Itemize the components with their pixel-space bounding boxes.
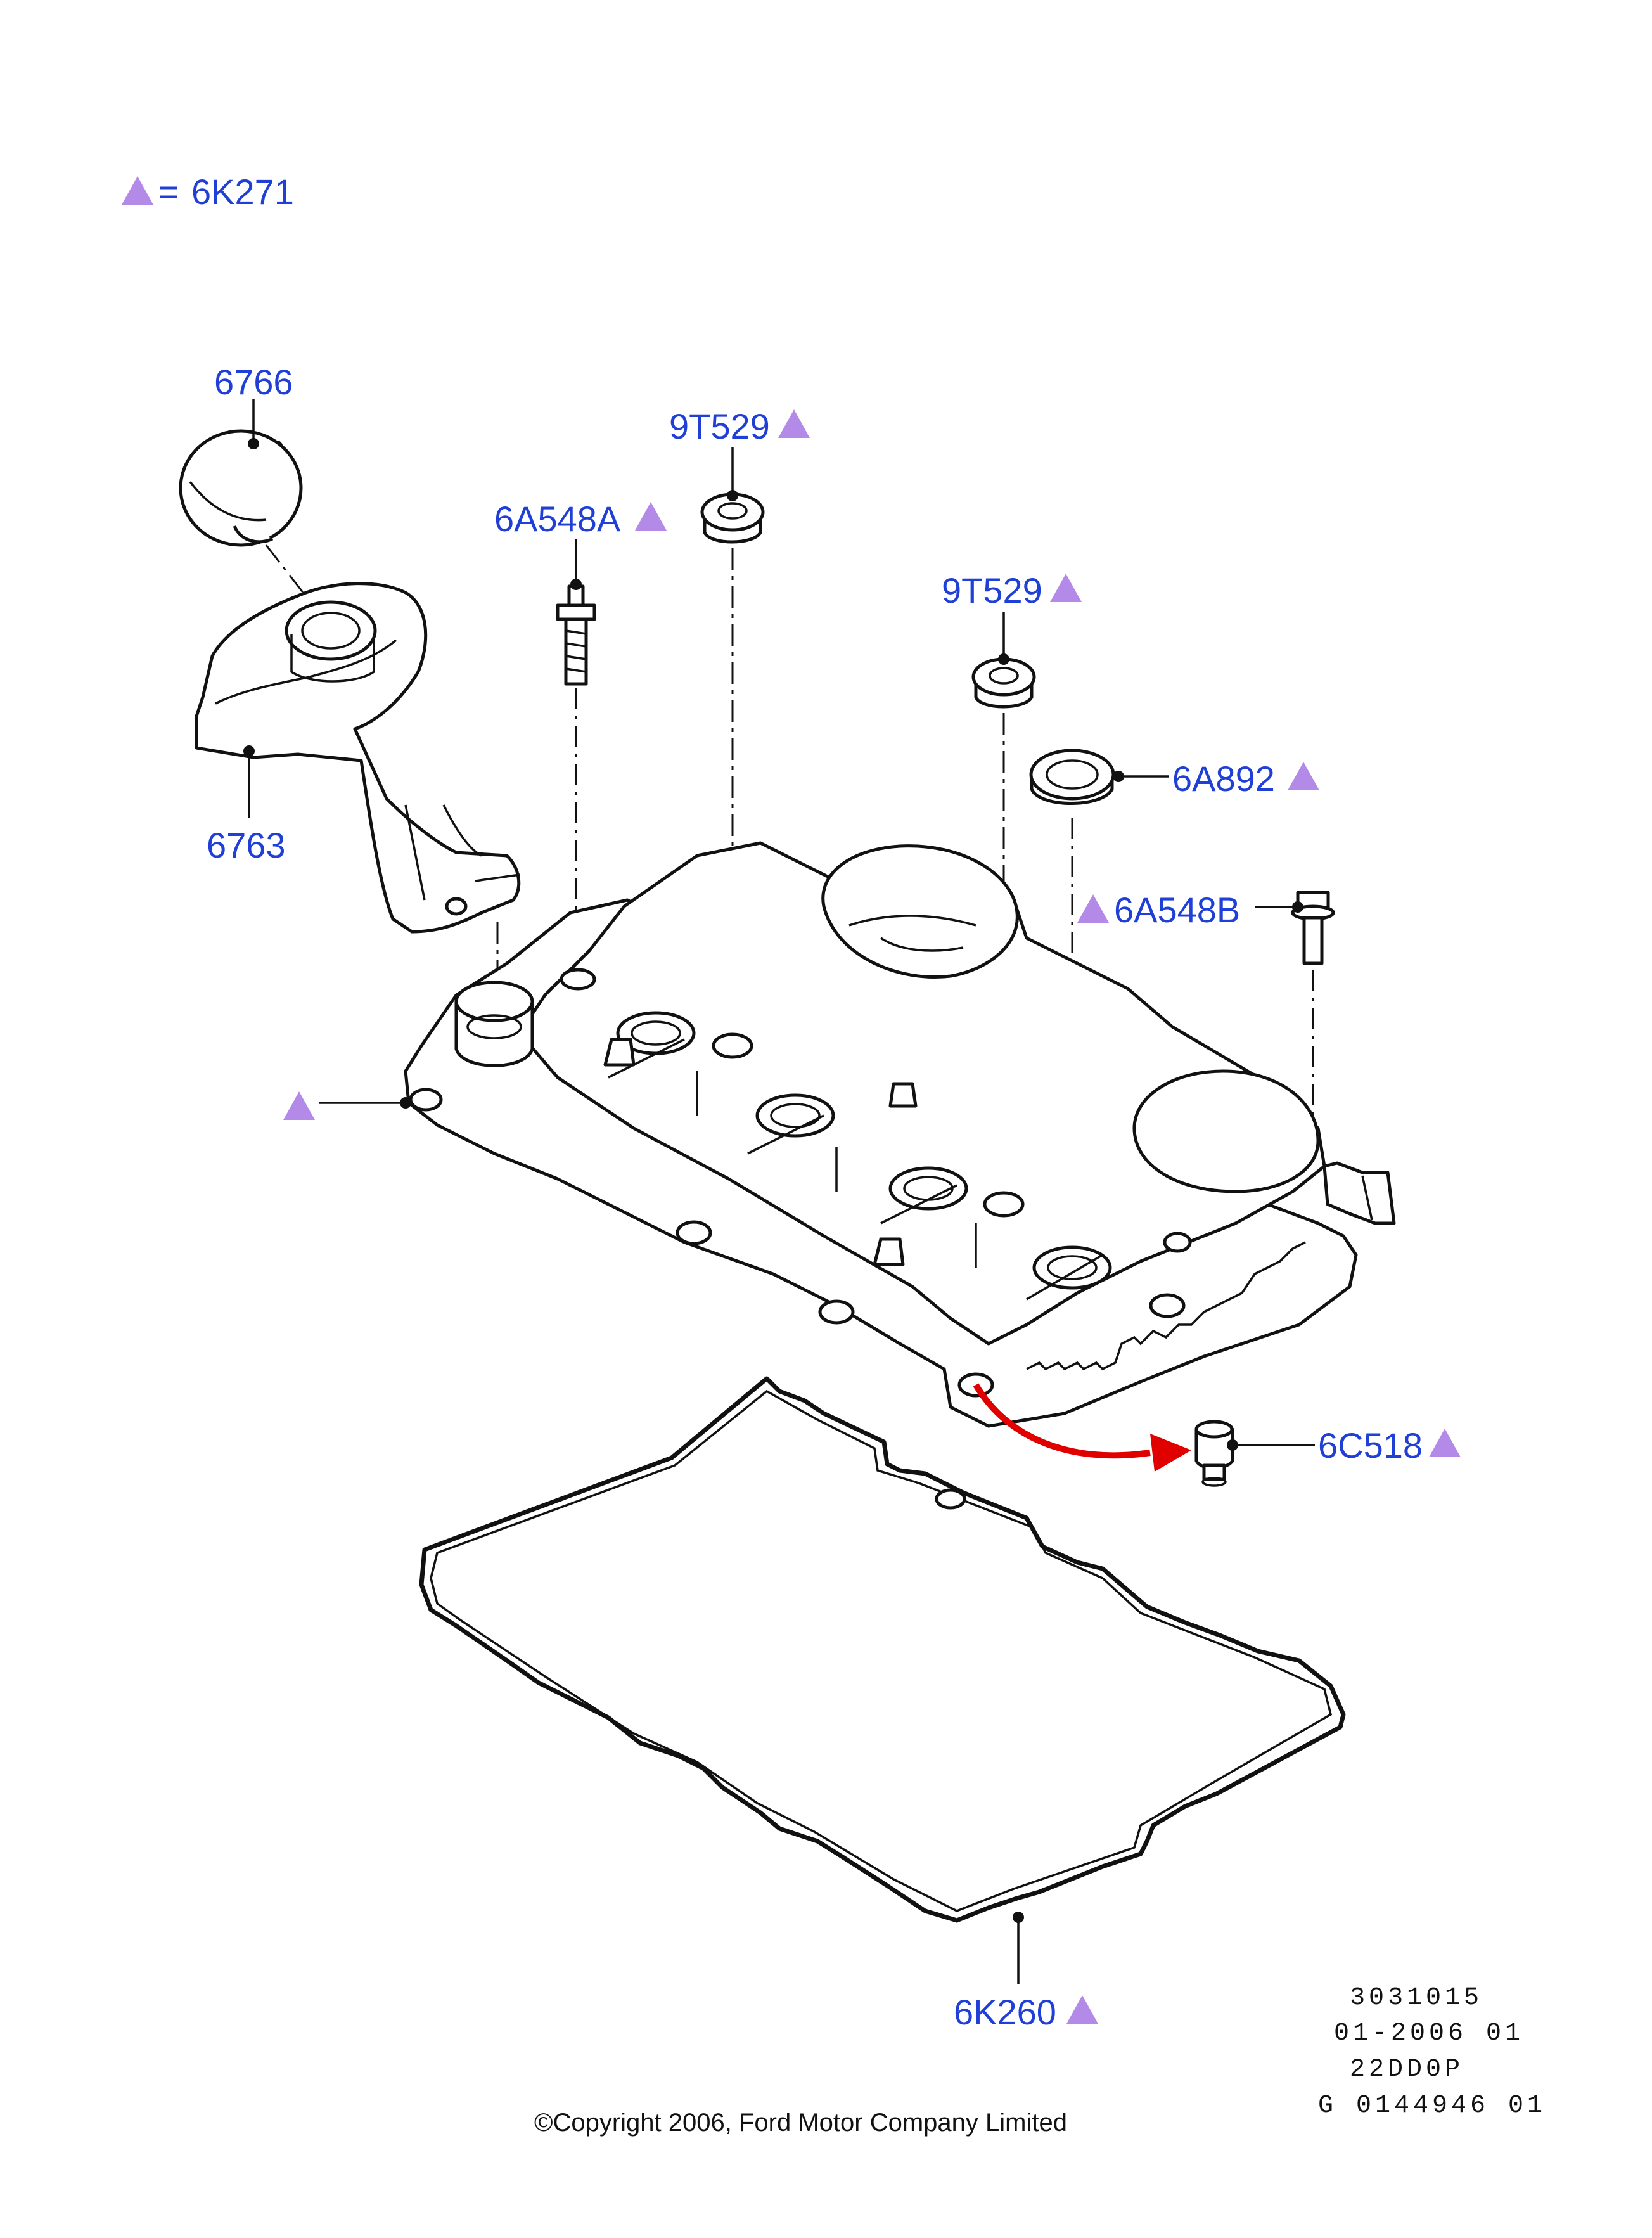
label-9T529-top: 9T529	[669, 406, 770, 446]
copyright-text: ©Copyright 2006, Ford Motor Company Limi…	[534, 2109, 1067, 2137]
triangle-icon	[283, 1091, 315, 1120]
legend-code: 6K271	[191, 172, 294, 212]
oil-filler-tube	[195, 582, 521, 934]
legend-equals: =	[158, 172, 179, 212]
label-6766: 6766	[214, 362, 293, 402]
red-arrowhead	[1150, 1434, 1191, 1472]
triangle-icon	[1077, 894, 1109, 923]
stud-a	[556, 584, 596, 686]
triangle-icon	[1066, 1995, 1098, 2024]
reference-line-2: 01-2006 01	[1334, 2019, 1524, 2048]
triangle-icon	[778, 409, 810, 438]
reference-line-4: G 0144946 01	[1318, 2092, 1546, 2120]
reference-line-1: 3031015	[1350, 1984, 1483, 2012]
label-6A548B: 6A548B	[1114, 890, 1240, 930]
label-6A892: 6A892	[1172, 759, 1275, 799]
label-6K260: 6K260	[954, 1992, 1056, 2032]
spacer	[1194, 1420, 1234, 1487]
triangle-icon	[635, 502, 667, 531]
red-arrow	[973, 1383, 1151, 1459]
reference-block: 3031015 01-2006 01 22DD0P G 0144946 01	[1318, 1984, 1546, 2120]
gasket	[419, 1376, 1346, 1923]
label-6A548A: 6A548A	[494, 499, 621, 539]
leaders	[243, 399, 1315, 1984]
label-6C518: 6C518	[1318, 1425, 1423, 1465]
seal	[1029, 749, 1115, 805]
oil-filler-cap	[179, 429, 303, 547]
reference-line-3: 22DD0P	[1350, 2055, 1464, 2084]
legend: = 6K271	[122, 172, 294, 212]
triangle-icon	[1429, 1429, 1461, 1457]
triangle-icon	[122, 176, 153, 205]
label-9T529-mid: 9T529	[942, 570, 1042, 610]
label-6763: 6763	[207, 825, 286, 865]
valve-cover	[404, 841, 1396, 1428]
callout-labels: 6766 6763 6A548A 9T529 9T529 6A892 6A548…	[207, 362, 1461, 2032]
triangle-icon	[1288, 762, 1319, 790]
grommet-mid	[971, 657, 1036, 709]
cap-axis-line	[265, 544, 312, 603]
grommet-top	[700, 492, 765, 544]
triangle-icon	[1050, 574, 1082, 602]
